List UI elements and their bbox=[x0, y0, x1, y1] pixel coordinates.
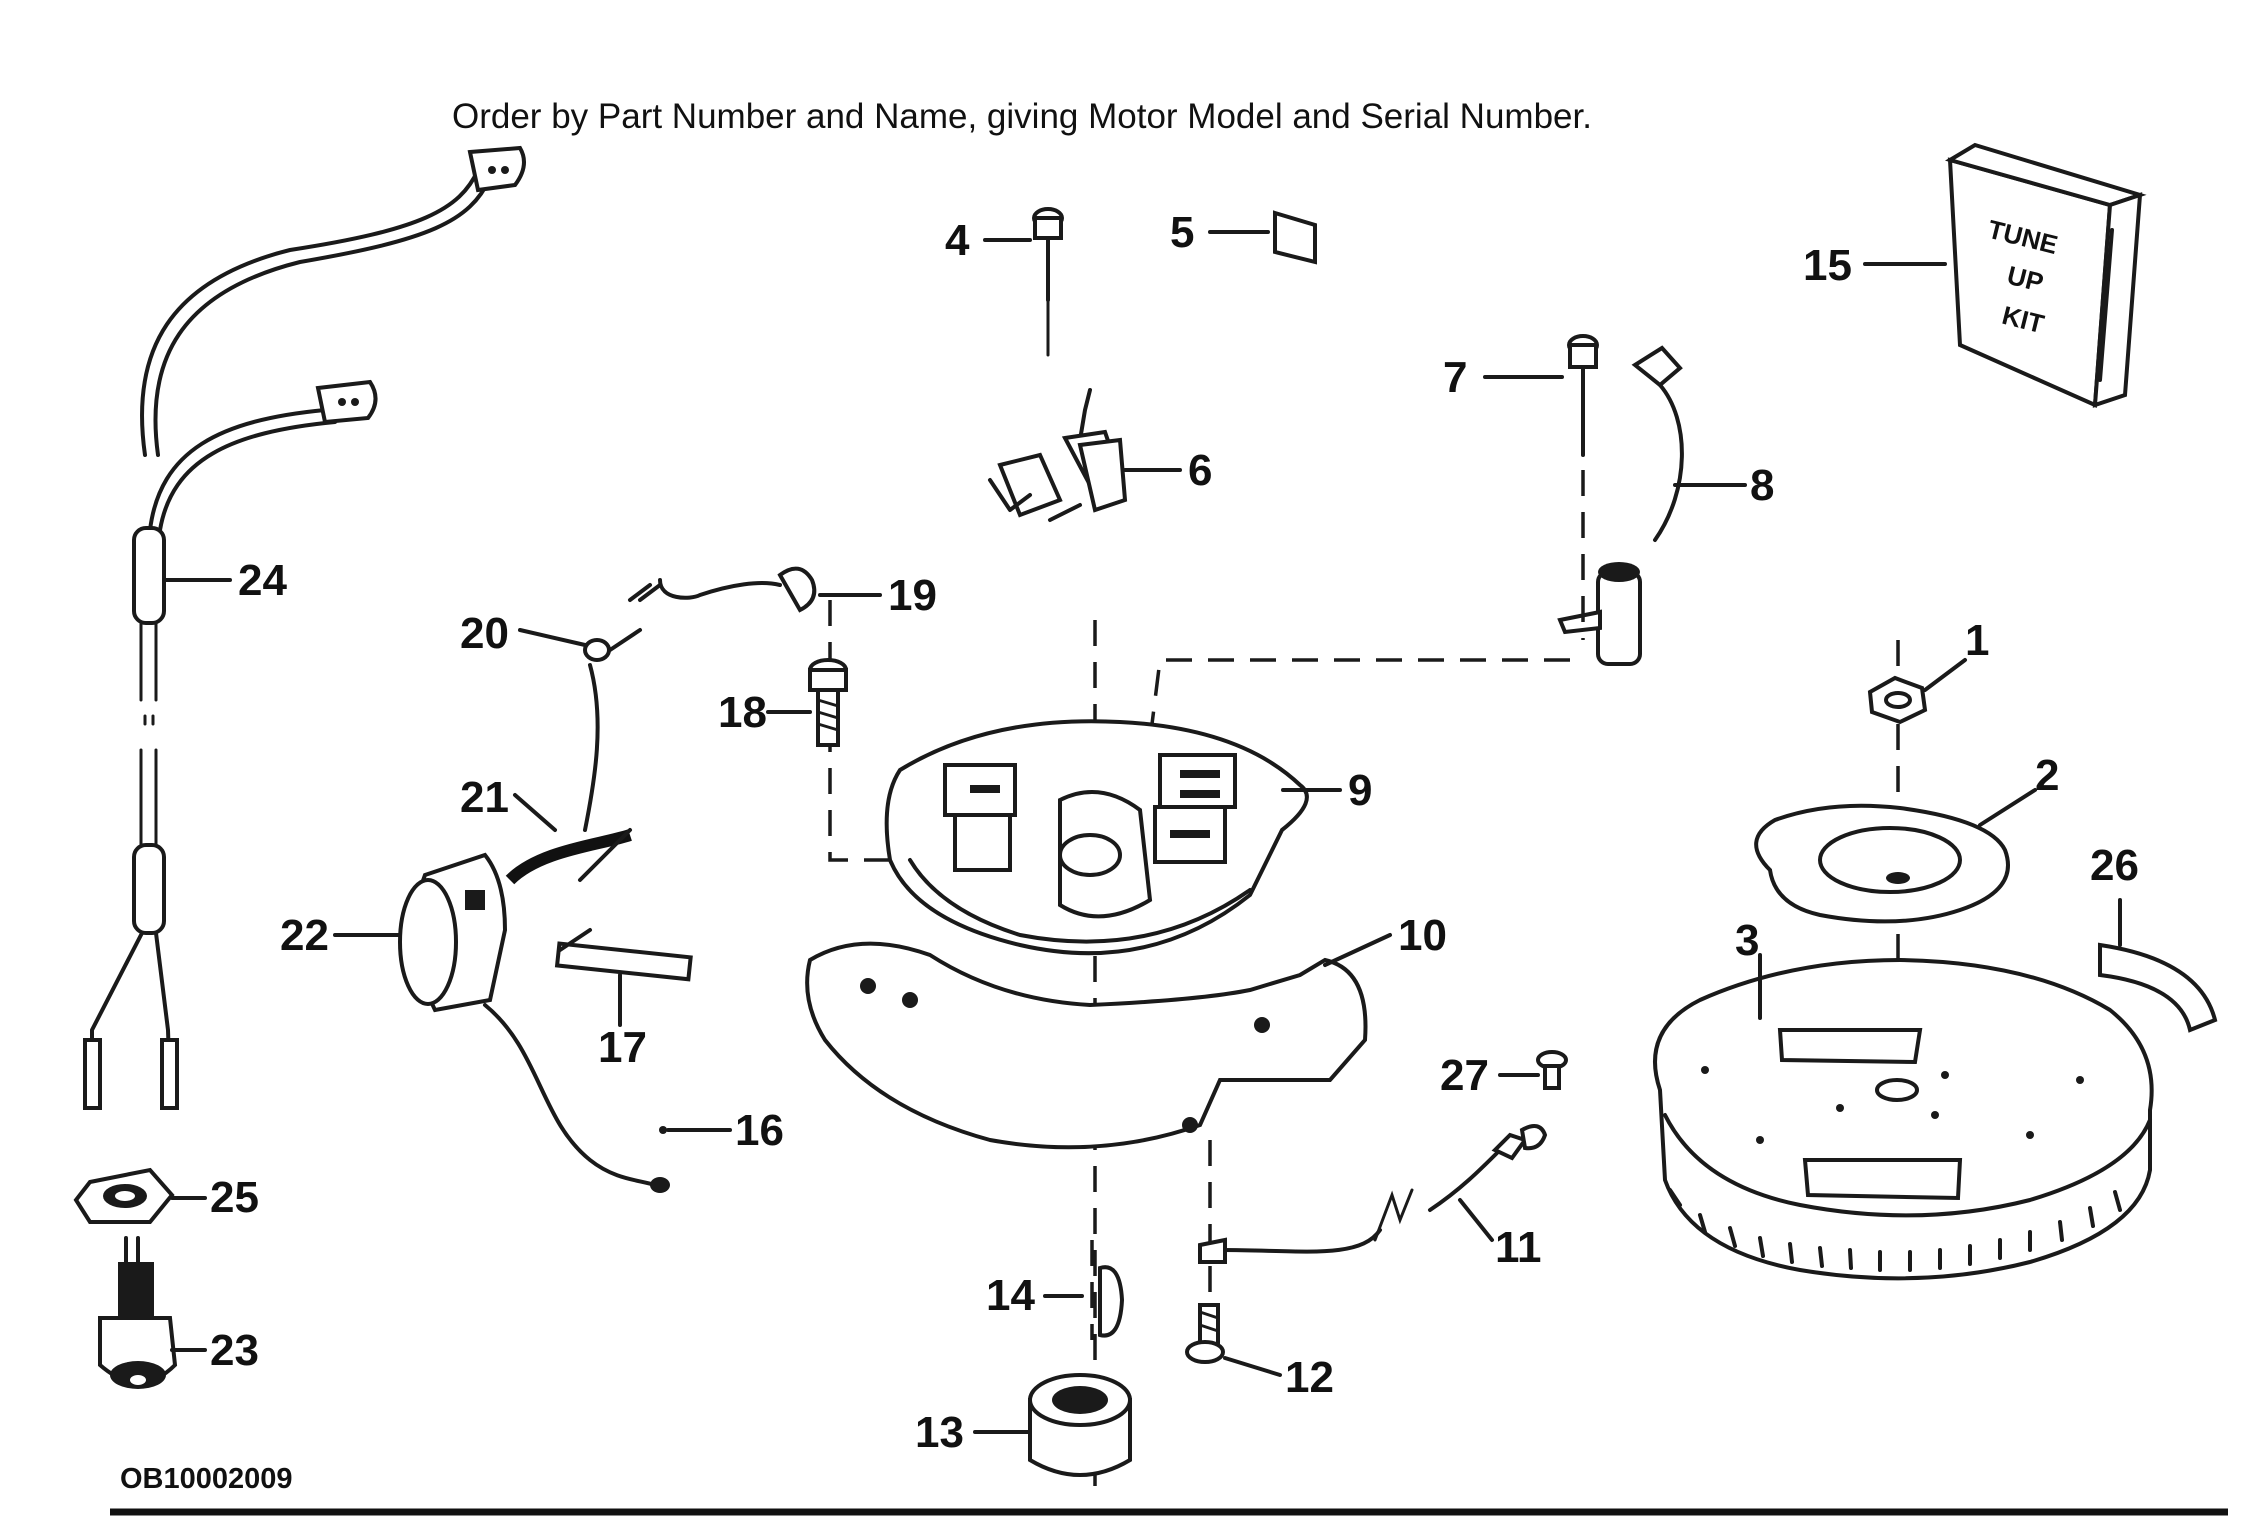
part-23-stop-switch bbox=[98, 1236, 207, 1389]
part-6-breaker-points bbox=[988, 388, 1182, 522]
callout-21: 21 bbox=[460, 773, 509, 822]
part-27-screw bbox=[1498, 1050, 1568, 1090]
part-17-key bbox=[554, 928, 693, 1027]
part-16-pin bbox=[659, 1126, 732, 1134]
callout-19: 19 bbox=[888, 571, 937, 620]
callout-3: 3 bbox=[1735, 916, 1759, 965]
callout-8: 8 bbox=[1750, 461, 1774, 510]
callout-6: 6 bbox=[1188, 446, 1212, 495]
part-12-screw bbox=[1185, 1303, 1282, 1377]
part-25-nut bbox=[73, 1167, 207, 1224]
callout-16: 16 bbox=[735, 1106, 784, 1155]
part-3-flywheel bbox=[1653, 953, 2154, 1281]
callout-13: 13 bbox=[915, 1408, 964, 1457]
part-10-retainer-plate bbox=[805, 933, 1392, 1150]
part-4-screw bbox=[983, 207, 1064, 357]
header-text: Order by Part Number and Name, giving Mo… bbox=[452, 97, 1592, 136]
callout-9: 9 bbox=[1348, 766, 1372, 815]
part-24-wiring-harness bbox=[83, 145, 526, 1110]
part-8-condenser bbox=[1557, 345, 1747, 666]
callout-10: 10 bbox=[1398, 911, 1447, 960]
part-20-clip bbox=[518, 628, 642, 662]
callout-7: 7 bbox=[1443, 353, 1467, 402]
callout-18: 18 bbox=[718, 688, 767, 737]
drawing-code: OB10002009 bbox=[120, 1463, 293, 1495]
part-9-stator-plate bbox=[884, 719, 1342, 956]
callout-4: 4 bbox=[945, 216, 970, 265]
part-11-ground-wire bbox=[1198, 1124, 1548, 1264]
part-5-felt bbox=[1208, 210, 1317, 265]
callout-17: 17 bbox=[598, 1023, 647, 1072]
callout-15: 15 bbox=[1803, 241, 1852, 290]
callout-26: 26 bbox=[2090, 841, 2139, 890]
part-2-washer-plate bbox=[1754, 788, 2037, 924]
part-19-spark-plug-boot bbox=[628, 566, 882, 613]
callout-20: 20 bbox=[460, 609, 509, 658]
callout-5: 5 bbox=[1170, 208, 1194, 257]
callout-23: 23 bbox=[210, 1326, 259, 1375]
callout-12: 12 bbox=[1285, 1353, 1334, 1402]
callout-11: 11 bbox=[1495, 1223, 1542, 1272]
callout-2: 2 bbox=[2035, 751, 2059, 800]
callout-1: 1 bbox=[1965, 616, 1989, 665]
callout-14: 14 bbox=[986, 1271, 1035, 1320]
part-21-wire bbox=[505, 663, 632, 885]
part-26-segment bbox=[2098, 898, 2218, 1033]
part-15-tune-up-kit: TUNE UP KIT bbox=[1863, 142, 2147, 408]
part-18-screw bbox=[766, 658, 848, 747]
part-22-ignition-coil bbox=[333, 852, 670, 1193]
part-14-woodruff-key bbox=[1043, 1265, 1125, 1338]
part-1-nut bbox=[1867, 658, 1967, 725]
callout-25: 25 bbox=[210, 1173, 259, 1222]
callout-22: 22 bbox=[280, 911, 329, 960]
part-7-screw bbox=[1483, 334, 1599, 457]
callout-27: 27 bbox=[1440, 1051, 1489, 1100]
part-13-bushing bbox=[973, 1373, 1132, 1477]
callout-24: 24 bbox=[238, 556, 287, 605]
